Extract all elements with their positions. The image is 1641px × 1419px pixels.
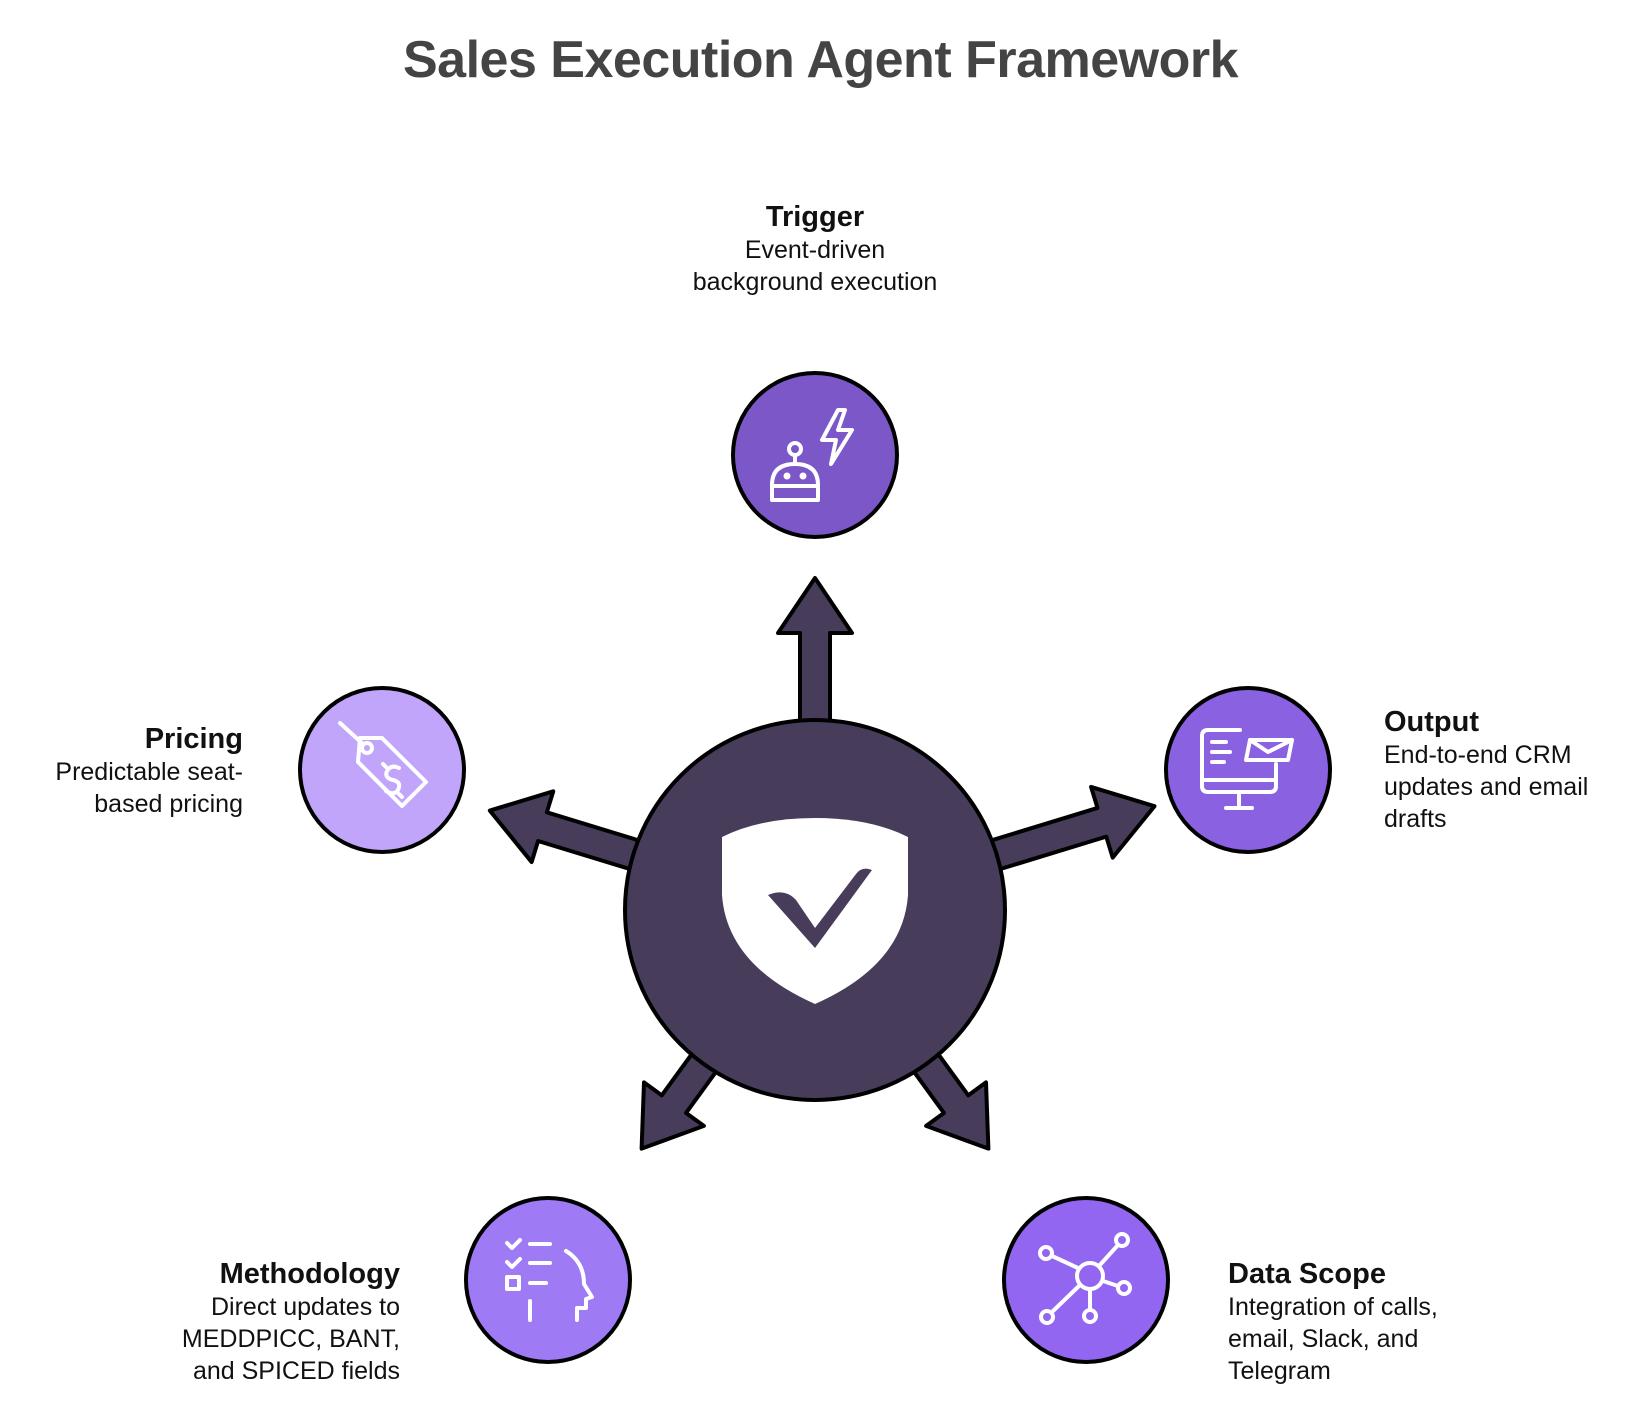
methodology-label: Methodology Direct updates to MEDDPICC, … [100, 1257, 400, 1387]
network-hub-icon [1038, 1232, 1132, 1325]
output-node [1164, 686, 1332, 854]
data-scope-label: Data Scope Integration of calls, email, … [1228, 1257, 1528, 1387]
pricing-node [298, 686, 466, 854]
hub-node [623, 718, 1007, 1102]
robot-lightning-icon [770, 408, 854, 502]
monitor-mail-icon [1200, 728, 1294, 810]
trigger-description: Event-driven background execution [692, 236, 938, 296]
shield-check-icon [722, 818, 908, 1004]
methodology-description: Direct updates to MEDDPICC, BANT, and SP… [181, 1293, 400, 1385]
data-scope-description: Integration of calls, email, Slack, and … [1228, 1293, 1438, 1385]
trigger-node [731, 371, 899, 539]
price-tag-icon [338, 721, 428, 808]
output-heading: Output [1384, 706, 1480, 738]
methodology-heading: Methodology [219, 1258, 400, 1290]
trigger-label: Trigger Event-driven background executio… [615, 200, 1015, 298]
data-scope-heading: Data Scope [1228, 1258, 1386, 1290]
data-scope-node [1002, 1196, 1170, 1364]
output-description: End-to-end CRM updates and email drafts [1384, 741, 1589, 833]
head-checklist-icon [505, 1238, 594, 1322]
methodology-node [464, 1196, 632, 1364]
arrow-to-trigger [776, 576, 854, 727]
trigger-heading: Trigger [765, 201, 865, 233]
diagram-title: Sales Execution Agent Framework [402, 31, 1239, 89]
pricing-label: Pricing Predictable seat- based pricing [20, 722, 243, 820]
pricing-description: Predictable seat- based pricing [55, 758, 243, 818]
pricing-heading: Pricing [144, 723, 243, 755]
output-label: Output End-to-end CRM updates and email … [1384, 705, 1634, 835]
